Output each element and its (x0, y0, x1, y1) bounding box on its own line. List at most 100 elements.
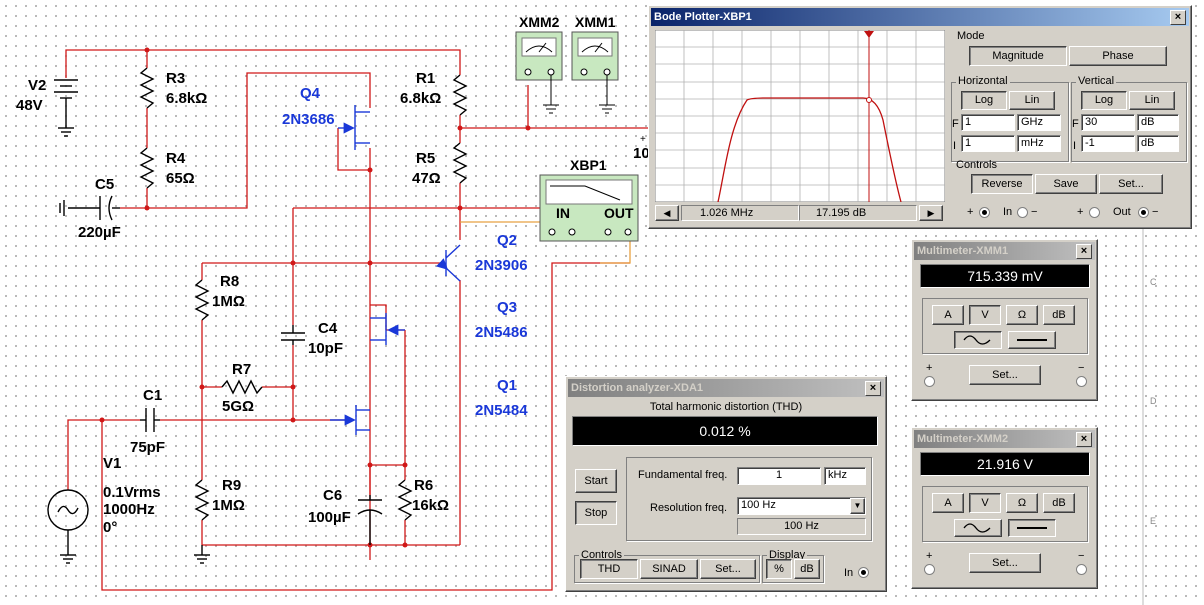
bode-save-button[interactable]: Save (1035, 174, 1097, 194)
c6-value: 100µF (308, 509, 351, 526)
bode-in-plus: + (967, 206, 974, 218)
xmm1-dc-button[interactable] (1008, 331, 1056, 349)
v1-frequency: 1000Hz (103, 501, 155, 518)
bode-nav-left-button[interactable]: ◀ (655, 205, 679, 221)
bode-h-i-unit[interactable]: mHz (1017, 135, 1061, 152)
xmm2-dc-button[interactable] (1008, 519, 1056, 537)
bode-h-i-label: I (953, 140, 957, 152)
bode-h-lin-button[interactable]: Lin (1009, 91, 1055, 110)
xmm1-titlebar[interactable]: Multimeter-XMM1 × (914, 242, 1095, 260)
xmm2-db-button[interactable]: dB (1043, 493, 1075, 513)
bode-h-i-value[interactable]: 1 (961, 135, 1015, 152)
xmm1-set-button[interactable]: Set... (969, 365, 1041, 385)
bode-magnitude-button[interactable]: Magnitude (969, 46, 1067, 66)
xda1-res-select[interactable]: 100 Hz ▼ (737, 497, 866, 515)
c4-value: 10pF (308, 340, 343, 357)
xda1-start-button[interactable]: Start (575, 469, 617, 493)
xmm1-reading-display: 715.339 mV (920, 264, 1090, 288)
bode-nav-right-button[interactable]: ▶ (919, 205, 943, 221)
distortion-analyzer-window[interactable]: Distortion analyzer-XDA1 × Total harmoni… (565, 376, 887, 592)
transistor-symbols (330, 105, 461, 435)
bode-readout-frequency: 1.026 MHz (681, 205, 799, 221)
xmm2-set-button[interactable]: Set... (969, 553, 1041, 573)
bode-v-i-unit[interactable]: dB (1137, 135, 1179, 152)
xda1-percent-button[interactable]: % (766, 559, 792, 579)
bode-plotter-window[interactable]: Bode Plotter-XBP1 × ◀ 1.026 MHz 17.195 d… (648, 5, 1192, 229)
xmm1-plus-terminal[interactable] (924, 376, 935, 387)
xmm2-ref: XMM2 (519, 14, 560, 30)
bode-phase-button[interactable]: Phase (1069, 46, 1167, 66)
bode-close-button[interactable]: × (1170, 10, 1186, 25)
bode-v-f-value[interactable]: 30 (1081, 114, 1135, 131)
xda1-close-button[interactable]: × (865, 381, 881, 396)
xda1-set-button[interactable]: Set... (700, 559, 756, 579)
r4-value: 65Ω (166, 170, 195, 187)
xda1-titlebar[interactable]: Distortion analyzer-XDA1 × (568, 379, 884, 397)
v2-ref: V2 (28, 77, 46, 94)
bode-v-log-button[interactable]: Log (1081, 91, 1127, 110)
bode-v-lin-button[interactable]: Lin (1129, 91, 1175, 110)
xda1-in-terminal[interactable] (858, 567, 869, 578)
xmm1-symbol[interactable] (571, 31, 619, 114)
c6-ref: C6 (323, 487, 342, 504)
xmm2-ampere-button[interactable]: A (932, 493, 964, 513)
ac-wave-icon (963, 335, 991, 345)
xmm1-ohm-button[interactable]: Ω (1006, 305, 1038, 325)
bode-v-i-label: I (1073, 140, 1077, 152)
xda1-db-button[interactable]: dB (794, 559, 820, 579)
xmm2-plus-terminal[interactable] (924, 564, 935, 575)
bode-v-f-unit[interactable]: dB (1137, 114, 1179, 131)
bode-cursor-handle[interactable] (864, 31, 874, 38)
bode-h-log-button[interactable]: Log (961, 91, 1007, 110)
bode-horizontal-label: Horizontal (956, 75, 1010, 87)
bode-v-i-value[interactable]: -1 (1081, 135, 1135, 152)
xmm1-ampere-button[interactable]: A (932, 305, 964, 325)
xmm2-reading-display: 21.916 V (920, 452, 1090, 476)
xmm2-ac-button[interactable] (954, 519, 1002, 537)
bode-reverse-button[interactable]: Reverse (971, 174, 1033, 194)
xmm2-ohm-button[interactable]: Ω (1006, 493, 1038, 513)
bode-in-minus: − (1031, 206, 1038, 218)
r9-ref: R9 (222, 477, 241, 494)
xda1-display-label: Display (767, 549, 808, 561)
r9-value: 1MΩ (212, 497, 245, 514)
xmm2-minus-terminal[interactable] (1076, 564, 1087, 575)
bode-h-f-unit[interactable]: GHz (1017, 114, 1061, 131)
xmm1-db-button[interactable]: dB (1043, 305, 1075, 325)
multimeter-xmm2-window[interactable]: Multimeter-XMM2 × 21.916 V A V Ω dB + Se… (911, 427, 1098, 589)
bode-in-minus-terminal[interactable] (1017, 207, 1028, 218)
r3-ref: R3 (166, 70, 185, 87)
xmm1-volt-button[interactable]: V (969, 305, 1001, 325)
chevron-down-icon[interactable]: ▼ (850, 498, 865, 514)
xda1-thd-button[interactable]: THD (580, 559, 638, 579)
xda1-thd-value: 0.012 % (699, 423, 751, 439)
xmm2-reading: 21.916 V (976, 456, 1034, 472)
xmm2-symbol[interactable] (515, 31, 563, 114)
xmm2-volt-button[interactable]: V (969, 493, 1001, 513)
xda1-sinad-button[interactable]: SINAD (640, 559, 698, 579)
xbp1-symbol[interactable]: IN OUT (539, 174, 639, 242)
r4-ref: R4 (166, 150, 186, 167)
bode-plot-area[interactable] (655, 30, 945, 202)
xmm1-ac-button[interactable] (954, 331, 1002, 349)
xda1-fund-unit[interactable]: kHz (824, 467, 866, 485)
xmm1-minus-terminal[interactable] (1076, 376, 1087, 387)
bode-h-f-label: F (952, 118, 959, 130)
junctions (99, 47, 531, 548)
xda1-stop-button[interactable]: Stop (575, 501, 617, 525)
multimeter-xmm1-window[interactable]: Multimeter-XMM1 × 715.339 mV A V Ω dB + … (911, 239, 1098, 401)
xda1-res-display: 100 Hz (737, 518, 866, 535)
xmm2-titlebar[interactable]: Multimeter-XMM2 × (914, 430, 1095, 448)
bode-titlebar[interactable]: Bode Plotter-XBP1 × (651, 8, 1189, 26)
bode-in-plus-terminal[interactable] (979, 207, 990, 218)
xda1-fund-value[interactable]: 1 (737, 467, 821, 485)
xmm1-close-button[interactable]: × (1076, 244, 1092, 259)
partial-label: 10 (633, 145, 650, 162)
bode-h-f-value[interactable]: 1 (961, 114, 1015, 131)
bode-out-plus-terminal[interactable] (1089, 207, 1100, 218)
bode-set-button[interactable]: Set... (1099, 174, 1163, 194)
xda1-settings-group (626, 457, 872, 541)
bode-out-minus-terminal[interactable] (1138, 207, 1149, 218)
xmm2-close-button[interactable]: × (1076, 432, 1092, 447)
